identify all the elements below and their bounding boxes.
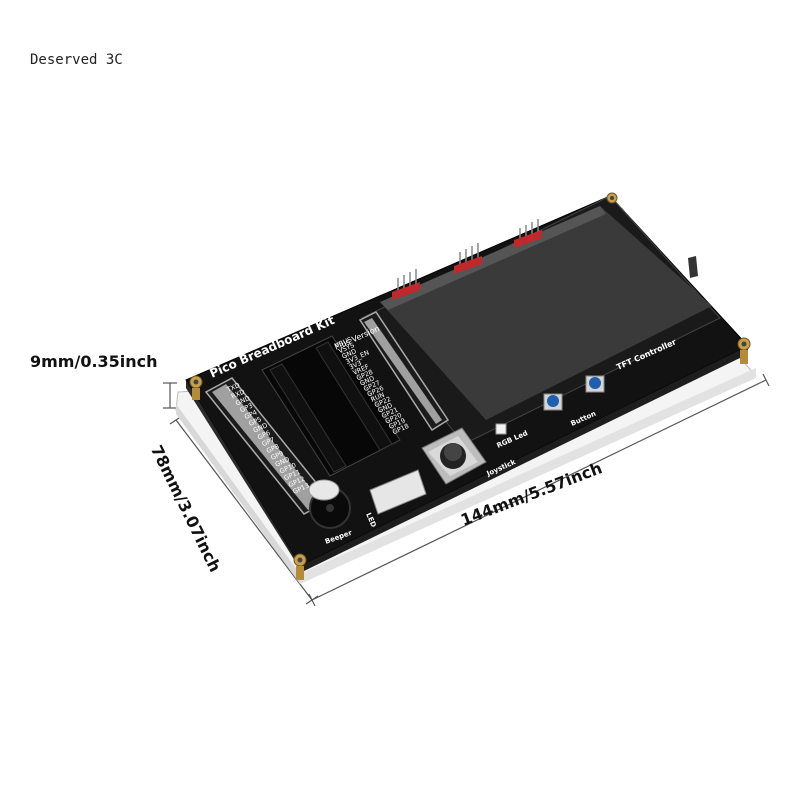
depth-dimension-line: [175, 419, 313, 601]
joystick: [421, 427, 487, 485]
watermark-text: Deserved 3C: [30, 52, 123, 68]
led-switch-block: [369, 469, 427, 515]
pico-socket: [261, 335, 401, 477]
beeper: [308, 479, 351, 529]
width-dimension-line: [311, 379, 767, 601]
button-cap-icon: [547, 395, 559, 407]
rgb-led-icon: [495, 423, 507, 435]
button-cap-icon: [589, 377, 601, 389]
left-pin-labels: TXDRXDGNDGP3GP4GP5GNDGP6GP7GP8GP9GNDGP10…: [225, 381, 311, 496]
female-header-right: [358, 311, 450, 432]
dimension-lines: [163, 373, 770, 607]
push-buttons: [543, 375, 605, 411]
standoff-feet: [192, 350, 748, 580]
height-dimension-label: 9mm/0.35inch: [30, 352, 158, 371]
lcd-screen: [361, 195, 721, 445]
pin-headers-red: [392, 230, 542, 300]
